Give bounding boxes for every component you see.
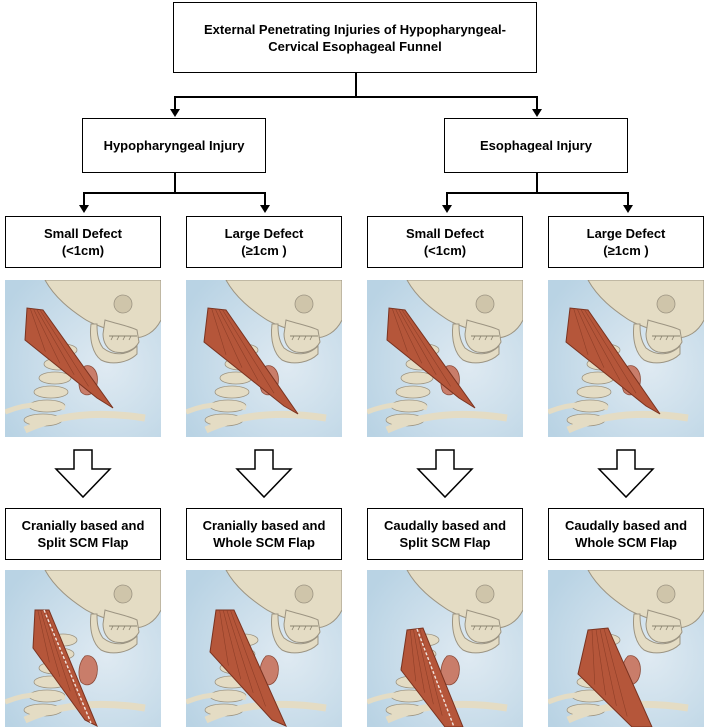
- connector: [264, 192, 266, 206]
- flap-box-cranial-whole: Cranially based and Whole SCM Flap: [186, 508, 342, 560]
- down-arrow-icon: [416, 449, 474, 499]
- anatomy-image-large-defect-esoph: [548, 280, 704, 437]
- scm-muscle: [203, 307, 299, 415]
- connector: [627, 192, 629, 206]
- connector: [446, 192, 628, 194]
- scm-muscle: [209, 609, 287, 727]
- connector: [174, 96, 176, 109]
- connector: [174, 173, 176, 193]
- anatomy-image-small-defect-esoph: [367, 280, 523, 437]
- flap-box-caudal-whole: Caudally based and Whole SCM Flap: [548, 508, 704, 560]
- anatomy-image-caudal-whole-flap: [548, 570, 704, 727]
- root-label: External Penetrating Injuries of Hypopha…: [204, 21, 506, 54]
- defect-label: Small Defect (<1cm): [43, 226, 123, 258]
- anatomy-image-cranial-split-flap: [5, 570, 161, 727]
- connector: [355, 73, 357, 97]
- arrowhead: [260, 205, 270, 213]
- anatomy-image-large-defect-hypo: [186, 280, 342, 437]
- connector: [536, 173, 538, 193]
- defect-box-small-hypo: Small Defect (<1cm): [5, 216, 161, 268]
- branch-box-esophageal: Esophageal Injury: [444, 118, 628, 173]
- flap-label: Caudally based and Split SCM Flap: [383, 518, 507, 550]
- connector: [536, 96, 538, 109]
- branch-box-hypopharyngeal: Hypopharyngeal Injury: [82, 118, 266, 173]
- scm-muscle: [577, 627, 653, 727]
- root-box: External Penetrating Injuries of Hypopha…: [173, 2, 537, 73]
- scm-muscle: [565, 307, 661, 415]
- arrowhead: [442, 205, 452, 213]
- defect-label: Small Defect (<1cm): [405, 226, 485, 258]
- arrowhead: [623, 205, 633, 213]
- defect-label: Large Defect (≥1cm ): [586, 226, 666, 258]
- connector: [83, 192, 85, 206]
- flap-label: Cranially based and Whole SCM Flap: [202, 518, 326, 550]
- defect-box-large-esoph: Large Defect (≥1cm ): [548, 216, 704, 268]
- arrowhead: [79, 205, 89, 213]
- defect-box-large-hypo: Large Defect (≥1cm ): [186, 216, 342, 268]
- anatomy-image-cranial-whole-flap: [186, 570, 342, 727]
- down-arrow-icon: [54, 449, 112, 499]
- down-arrow-icon: [235, 449, 293, 499]
- anatomy-image-caudal-split-flap: [367, 570, 523, 727]
- connector: [83, 192, 265, 194]
- branch-label: Hypopharyngeal Injury: [103, 138, 245, 153]
- defect-label: Large Defect (≥1cm ): [224, 226, 304, 258]
- branch-label: Esophageal Injury: [480, 138, 592, 153]
- down-arrow-icon: [597, 449, 655, 499]
- defect-box-small-esoph: Small Defect (<1cm): [367, 216, 523, 268]
- scm-muscle: [386, 307, 476, 409]
- arrowhead: [170, 109, 180, 117]
- flap-box-cranial-split: Cranially based and Split SCM Flap: [5, 508, 161, 560]
- anatomy-image-small-defect-hypo: [5, 280, 161, 437]
- arrowhead: [532, 109, 542, 117]
- connector: [446, 192, 448, 206]
- flap-label: Caudally based and Whole SCM Flap: [564, 518, 688, 550]
- scm-muscle: [400, 627, 464, 727]
- scm-muscle: [24, 307, 114, 409]
- flap-label: Cranially based and Split SCM Flap: [21, 518, 145, 550]
- connector: [174, 96, 537, 98]
- flap-box-caudal-split: Caudally based and Split SCM Flap: [367, 508, 523, 560]
